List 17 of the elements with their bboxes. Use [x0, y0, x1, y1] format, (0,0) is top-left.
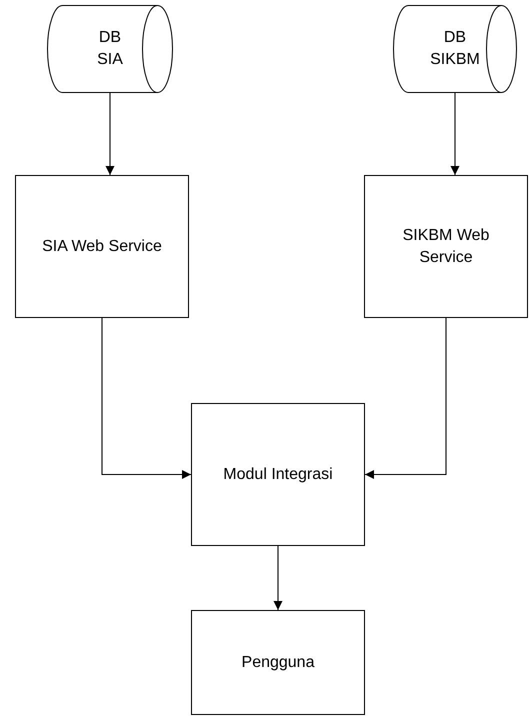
- process-box: [191, 610, 365, 715]
- database-cylinder: [393, 5, 517, 93]
- process-box: [191, 403, 365, 546]
- node-label: SIA Web Service: [42, 236, 162, 257]
- node-label: SIKBM Web Service: [402, 226, 490, 268]
- arrow: [106, 92, 114, 176]
- process-box: [364, 175, 528, 318]
- node-label: DB SIA: [96, 28, 124, 70]
- node-label: Modul Integrasi: [223, 464, 333, 485]
- arrow: [274, 546, 282, 610]
- process-box: [15, 175, 189, 318]
- arrow: [364, 318, 446, 479]
- arrow: [450, 92, 460, 176]
- node-label: DB SIKBM: [429, 28, 481, 70]
- node-label: Pengguna: [242, 652, 314, 673]
- database-cylinder: [47, 5, 173, 93]
- arrow: [102, 318, 192, 479]
